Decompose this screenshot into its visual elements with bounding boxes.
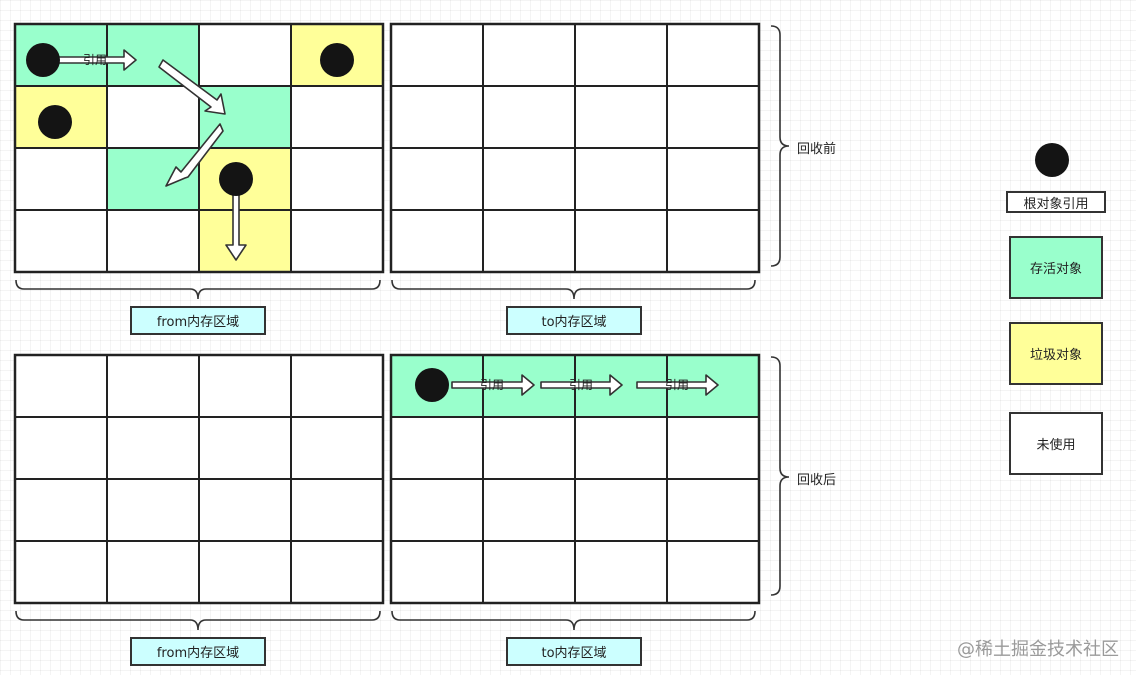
memory-cell-unused [199,541,291,603]
memory-cell-unused [391,148,483,210]
arrow-ref-after-2 [540,374,623,396]
memory-cell-unused [667,479,759,541]
brace-after-from [15,610,381,631]
memory-cell-unused [199,417,291,479]
memory-cell-unused [15,210,107,272]
brace-after-side [770,356,790,596]
label-after: 回收后 [797,473,837,488]
label-before: 回收前 [797,142,837,157]
memory-cell-unused [483,148,575,210]
arrow-ref-after-1-label: 引用 [480,378,504,392]
memory-cell-unused [391,210,483,272]
memory-cell-unused [391,86,483,148]
grid-frame [13,353,385,605]
object-dot [320,43,354,77]
memory-cell-unused [667,417,759,479]
memory-cell-unused [15,541,107,603]
memory-cell-unused [291,86,383,148]
grid-frame [389,22,761,274]
brace-after-to [391,610,756,631]
memory-cell-unused [667,148,759,210]
arrow-ref-after-3-label: 引用 [665,378,689,392]
memory-cell-unused [575,479,667,541]
arrow-ref-2 [158,59,226,115]
brace-before-side [770,25,790,267]
root-ref-dot [26,43,60,77]
arrow-ref-3 [165,123,224,187]
memory-cell-unused [15,148,107,210]
legend-unused: 未使用 [1009,412,1103,475]
legend-garbage: 垃圾对象 [1009,322,1103,385]
caption-before-from: from内存区域 [130,306,266,335]
watermark: @稀土掘金技术社区 [957,639,1119,660]
memory-cell-unused [575,417,667,479]
grid-frame [389,353,761,605]
grid-after-from [13,353,385,605]
memory-cell-unused [199,355,291,417]
memory-cell-unused [107,210,199,272]
memory-cell-unused [483,86,575,148]
memory-cell-unused [483,417,575,479]
legend-root-ref-label: 根对象引用 [1006,191,1106,213]
memory-cell-unused [291,210,383,272]
brace-before-from [15,279,381,300]
memory-cell-unused [107,355,199,417]
brace-before-to [391,279,756,300]
memory-cell-unused [291,148,383,210]
memory-cell-unused [483,541,575,603]
root-ref-dot [415,368,449,402]
object-dot [219,162,253,196]
memory-cell-unused [199,24,291,86]
memory-cell-unused [15,479,107,541]
memory-cell-unused [291,417,383,479]
memory-cell-unused [15,355,107,417]
memory-cell-unused [107,86,199,148]
object-dot [38,105,72,139]
legend-live: 存活对象 [1009,236,1103,299]
memory-cell-unused [391,417,483,479]
memory-cell-unused [575,541,667,603]
memory-cell-unused [391,541,483,603]
memory-cell-unused [667,210,759,272]
legend-unused-label: 未使用 [1036,438,1076,453]
grid-before-to [389,22,761,274]
caption-after-from: from内存区域 [130,637,266,666]
memory-cell-unused [107,479,199,541]
arrow-ref-after-3 [636,374,719,396]
memory-cell-unused [291,355,383,417]
memory-cell-garbage [199,210,291,272]
grid-frame [13,22,385,274]
memory-cell-unused [199,479,291,541]
memory-cell-unused [107,417,199,479]
legend-live-label: 存活对象 [1029,262,1082,277]
arrow-ref-after-1 [451,374,535,396]
memory-cell-unused [483,479,575,541]
legend-garbage-label: 垃圾对象 [1029,348,1082,363]
memory-cell-unused [575,148,667,210]
legend-root-ref-icon [1035,143,1069,177]
caption-before-to: to内存区域 [506,306,642,335]
memory-grids [13,22,761,605]
memory-cell-unused [291,479,383,541]
memory-cell-unused [291,541,383,603]
memory-cell-unused [575,86,667,148]
memory-cell-unused [667,541,759,603]
memory-cell-unused [15,417,107,479]
memory-cell-unused [391,24,483,86]
memory-cell-unused [107,541,199,603]
memory-cell-unused [391,479,483,541]
memory-cell-unused [575,24,667,86]
memory-cell-unused [667,24,759,86]
memory-cell-unused [483,24,575,86]
memory-cell-live [107,148,199,210]
arrow-ref-after-2-label: 引用 [569,378,593,392]
arrow-ref-1-label: 引用 [83,53,107,67]
memory-cell-unused [483,210,575,272]
caption-after-to: to内存区域 [506,637,642,666]
memory-cell-unused [667,86,759,148]
memory-cell-unused [575,210,667,272]
